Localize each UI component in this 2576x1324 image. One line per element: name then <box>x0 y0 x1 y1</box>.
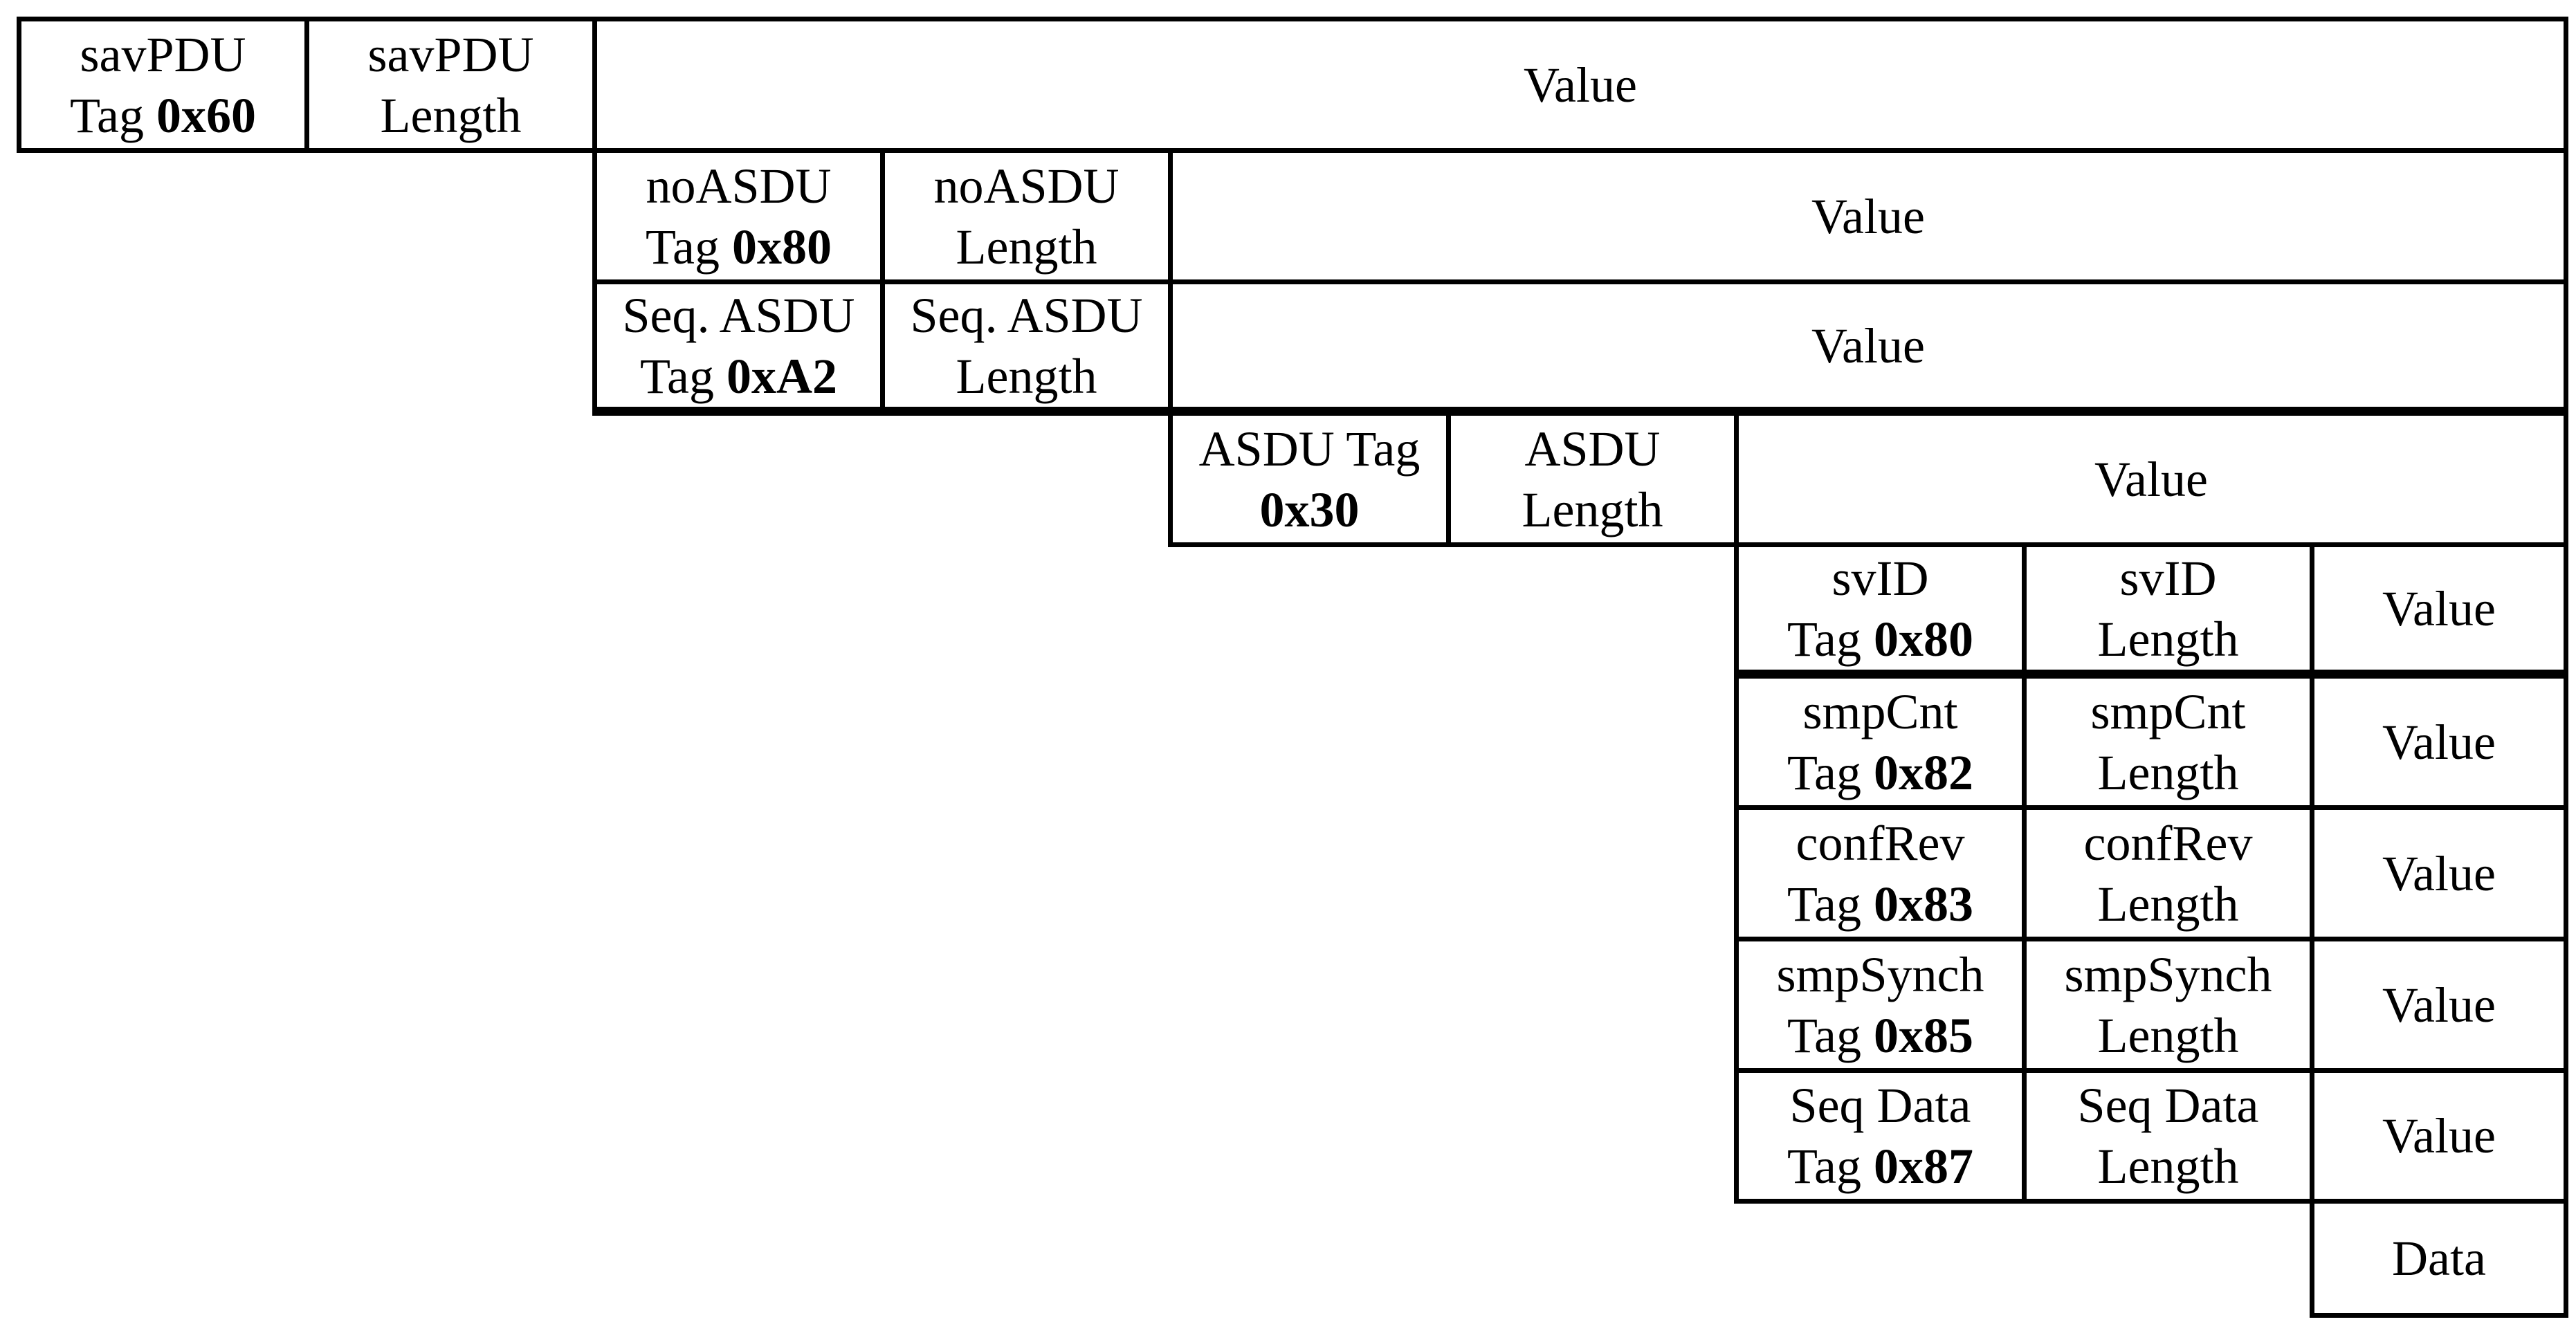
seq-asdu-tag-cell: Seq. ASDU Tag 0xA2 <box>592 279 885 416</box>
asdu-tag-name-label: ASDU Tag <box>1198 421 1421 477</box>
svid-tag-name-label: svID <box>1831 550 1929 606</box>
seq-data-value-label: Value <box>2382 1108 2496 1164</box>
seq-asdu-tag-name-label: Seq. ASDU <box>622 287 855 343</box>
confrev-tag-cell: confRev Tag 0x83 <box>1734 805 2027 941</box>
confrev-length-cell: confRev Length <box>2022 805 2314 941</box>
confrev-length-name-label: confRev <box>2083 815 2253 871</box>
smpsynch-length-name-label: smpSynch <box>2064 946 2272 1002</box>
seq-asdu-length-name-label: Seq. ASDU <box>910 287 1143 343</box>
smpsynch-tag-hex: 0x85 <box>1873 1007 1973 1063</box>
savpdu-tag-hex: 0x60 <box>156 87 256 143</box>
asdu-tag-hex-line: 0x30 <box>1260 479 1360 540</box>
seq-asdu-length-cell: Seq. ASDU Length <box>880 279 1173 416</box>
seq-asdu-tag-prefix: Tag <box>640 348 727 404</box>
smpsynch-length-word-label: Length <box>2097 1007 2239 1063</box>
smpcnt-value-label: Value <box>2382 714 2496 770</box>
savpdu-value-cell: Value <box>592 17 2568 153</box>
svid-tag-prefix: Tag <box>1787 611 1874 667</box>
smpcnt-length-name-label: smpCnt <box>2090 683 2246 739</box>
noasdu-tag-name-label: noASDU <box>646 158 832 214</box>
confrev-tag-name-label: confRev <box>1796 815 1965 871</box>
asdu-value-cell: Value <box>1734 411 2568 547</box>
asdu-length-name-label: ASDU <box>1524 421 1661 477</box>
smpsynch-tag-name-label: smpSynch <box>1776 946 1984 1002</box>
noasdu-value-cell: Value <box>1168 148 2568 284</box>
savpdu-length-cell: savPDU Length <box>304 17 597 153</box>
smpsynch-value-cell: Value <box>2310 937 2568 1073</box>
svid-tag-cell: svID Tag 0x80 <box>1734 542 2027 679</box>
savpdu-tag-hex-line: Tag 0x60 <box>70 85 256 146</box>
smpcnt-tag-prefix: Tag <box>1787 744 1874 800</box>
confrev-value-label: Value <box>2382 845 2496 901</box>
noasdu-length-name-label: noASDU <box>933 158 1120 214</box>
seq-asdu-value-label: Value <box>1811 318 1925 374</box>
seq-data-value-cell: Value <box>2310 1068 2568 1204</box>
savpdu-length-word-label: Length <box>380 87 522 143</box>
noasdu-tag-hex: 0x80 <box>731 219 832 275</box>
svid-length-word-label: Length <box>2097 611 2239 667</box>
seq-asdu-tag-hex-line: Tag 0xA2 <box>640 346 837 407</box>
noasdu-tag-prefix: Tag <box>646 219 732 275</box>
seq-asdu-length-word-label: Length <box>956 348 1097 404</box>
noasdu-length-cell: noASDU Length <box>880 148 1173 284</box>
asdu-length-word-label: Length <box>1522 481 1663 537</box>
svid-tag-hex-line: Tag 0x80 <box>1787 609 1973 670</box>
seq-data-tag-prefix: Tag <box>1787 1139 1874 1194</box>
seq-data-tag-hex: 0x87 <box>1873 1139 1973 1194</box>
svid-value-label: Value <box>2382 580 2496 636</box>
seq-data-length-cell: Seq Data Length <box>2022 1068 2314 1204</box>
seq-data-tag-name-label: Seq Data <box>1789 1078 1971 1133</box>
confrev-tag-prefix: Tag <box>1787 876 1874 932</box>
data-cell: Data <box>2310 1199 2568 1318</box>
seq-data-length-word-label: Length <box>2097 1139 2239 1194</box>
asdu-tag-hex: 0x30 <box>1259 481 1360 537</box>
confrev-length-word-label: Length <box>2097 876 2239 932</box>
smpsynch-tag-prefix: Tag <box>1787 1007 1874 1063</box>
smpcnt-length-cell: smpCnt Length <box>2022 674 2314 810</box>
seq-asdu-value-cell: Value <box>1168 279 2568 416</box>
asdu-tag-cell: ASDU Tag 0x30 <box>1168 411 1451 547</box>
savpdu-tag-cell: savPDU Tag 0x60 <box>17 17 309 153</box>
savpdu-tag-name-label: savPDU <box>80 26 246 82</box>
savpdu-tag-prefix: Tag <box>70 87 156 143</box>
noasdu-value-label: Value <box>1811 188 1925 244</box>
data-label: Data <box>2392 1231 2486 1286</box>
svid-tag-hex: 0x80 <box>1873 611 1973 667</box>
seq-data-tag-cell: Seq Data Tag 0x87 <box>1734 1068 2027 1204</box>
seq-asdu-tag-hex: 0xA2 <box>726 348 837 404</box>
noasdu-tag-cell: noASDU Tag 0x80 <box>592 148 885 284</box>
savpdu-value-label: Value <box>1524 57 1637 113</box>
confrev-tag-hex-line: Tag 0x83 <box>1787 874 1973 935</box>
confrev-tag-hex: 0x83 <box>1873 876 1973 932</box>
seq-data-length-name-label: Seq Data <box>2077 1078 2259 1133</box>
smpsynch-tag-hex-line: Tag 0x85 <box>1787 1005 1973 1066</box>
seq-data-tag-hex-line: Tag 0x87 <box>1787 1136 1973 1197</box>
smpcnt-tag-name-label: smpCnt <box>1802 683 1958 739</box>
smpsynch-length-cell: smpSynch Length <box>2022 937 2314 1073</box>
savpdu-length-name-label: savPDU <box>367 26 534 82</box>
confrev-value-cell: Value <box>2310 805 2568 941</box>
smpcnt-value-cell: Value <box>2310 674 2568 810</box>
noasdu-length-word-label: Length <box>956 219 1097 275</box>
smpsynch-tag-cell: smpSynch Tag 0x85 <box>1734 937 2027 1073</box>
noasdu-tag-hex-line: Tag 0x80 <box>646 217 832 277</box>
asdu-value-label: Value <box>2094 451 2208 507</box>
smpcnt-tag-hex-line: Tag 0x82 <box>1787 742 1973 803</box>
svid-length-cell: svID Length <box>2022 542 2314 679</box>
smpcnt-length-word-label: Length <box>2097 744 2239 800</box>
smpcnt-tag-cell: smpCnt Tag 0x82 <box>1734 674 2027 810</box>
smpcnt-tag-hex: 0x82 <box>1873 744 1973 800</box>
asdu-length-cell: ASDU Length <box>1446 411 1739 547</box>
smpsynch-value-label: Value <box>2382 977 2496 1033</box>
svid-length-name-label: svID <box>2119 550 2217 606</box>
svid-value-cell: Value <box>2310 542 2568 679</box>
